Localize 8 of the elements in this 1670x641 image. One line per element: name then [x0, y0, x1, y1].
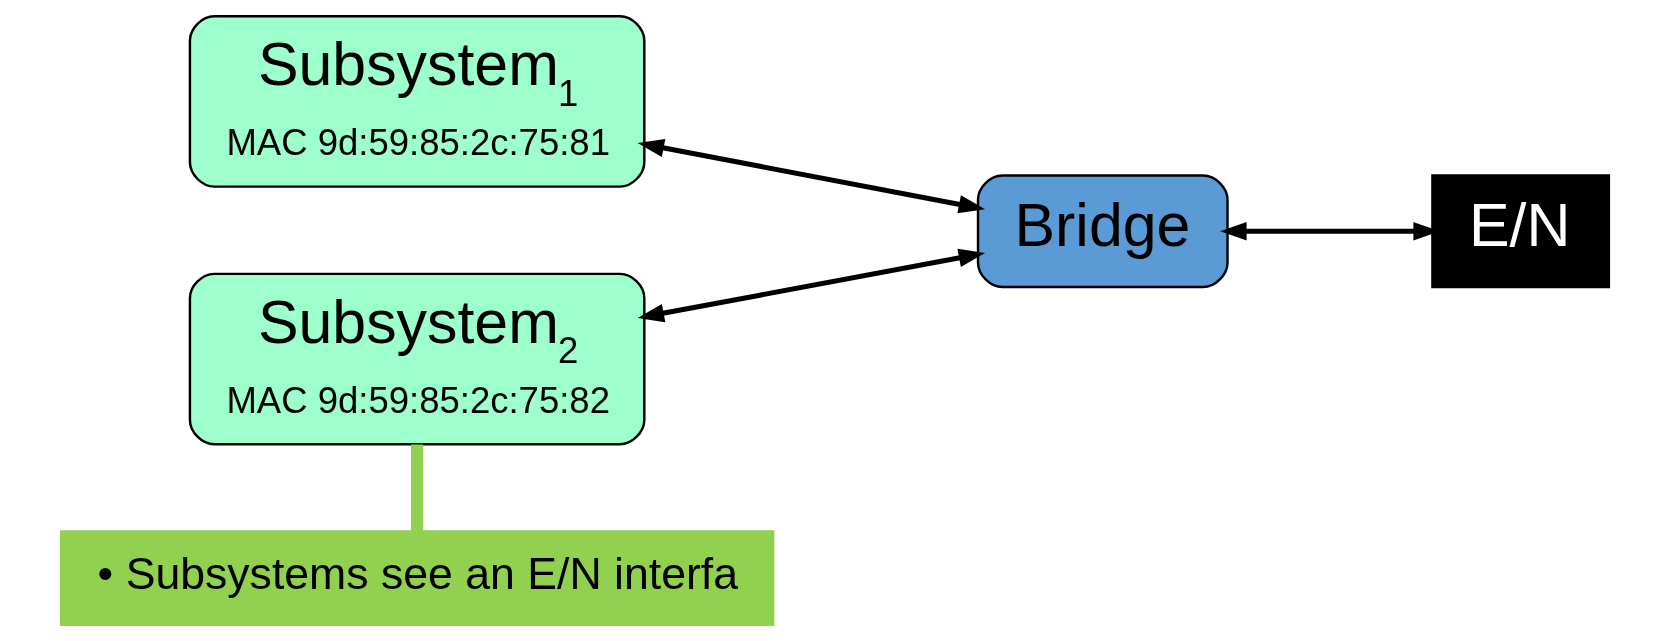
- arrow: [637, 248, 986, 323]
- node-box: E/N: [1431, 174, 1611, 289]
- node-box: Subsystem$_{1}$ MAC 9d:59:85:2c:75:81: [188, 15, 646, 188]
- connector: [411, 444, 424, 532]
- node-box: Bridge: [976, 174, 1229, 289]
- node-box: • Subsystems see an E/N interfa: [59, 530, 775, 626]
- arrow: [637, 138, 986, 214]
- node-box: Subsystem$_{2}$ MAC 9d:59:85:2c:75:82: [188, 272, 646, 446]
